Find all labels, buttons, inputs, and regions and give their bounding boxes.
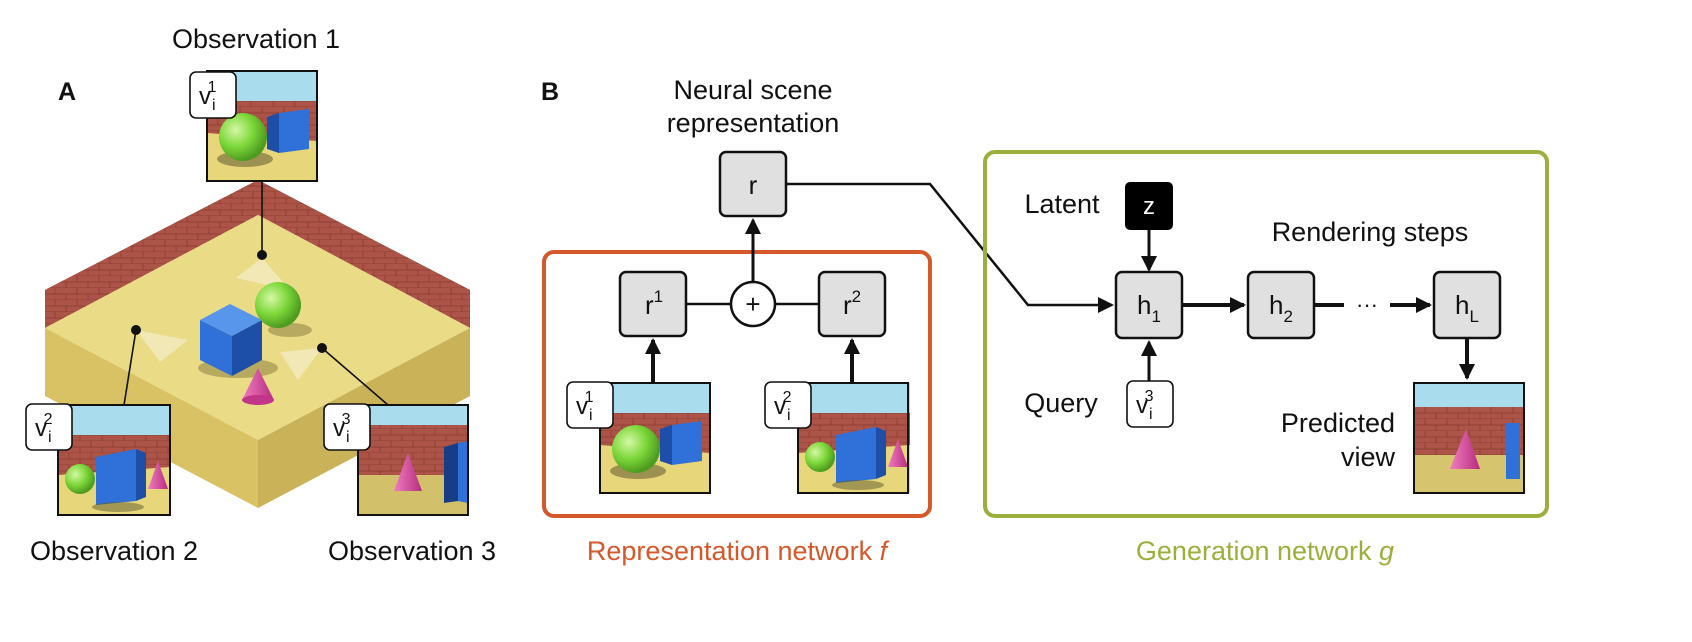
svg-text:+: +	[745, 289, 760, 319]
camera-3-point	[317, 343, 327, 353]
camera-1-point	[257, 250, 267, 260]
panel-b-letter: B	[541, 78, 559, 106]
rendering-step-h1: h1	[1114, 270, 1184, 340]
predicted-view-label-line-1: Predicted	[1281, 408, 1395, 438]
svg-text:h2: h2	[1269, 290, 1293, 326]
rendering-step-hL: hL	[1432, 270, 1502, 340]
representation-input-1: vi1	[566, 381, 711, 494]
svg-text:z: z	[1143, 193, 1155, 220]
observation-2: vi2 Observation 2	[25, 403, 198, 566]
observation-3-label: Observation 3	[328, 536, 496, 566]
room-wall-left	[45, 180, 258, 328]
camera-2-line	[123, 329, 137, 406]
svg-text:r1: r1	[645, 287, 663, 320]
camera-3-line	[321, 347, 389, 406]
camera-2-point	[131, 325, 141, 335]
svg-text:vi1: vi1	[576, 389, 594, 424]
observation-2-view-tag: vi2	[25, 403, 73, 451]
latent-node: z	[1125, 182, 1173, 230]
ellipsis: ···	[1356, 292, 1378, 317]
representation-input-2: vi2	[764, 381, 910, 494]
rendering-step-h2: h2	[1246, 270, 1316, 340]
scene-representation-label-line-2: representation	[667, 108, 840, 138]
scene-cone	[242, 368, 274, 405]
scene-representation-node: r	[718, 150, 788, 218]
scene-sphere	[255, 282, 301, 328]
svg-text:r2: r2	[843, 287, 861, 320]
panel-a-letter: A	[58, 78, 76, 106]
representation-network-label: Representation network f	[587, 536, 890, 566]
svg-text:vi2: vi2	[774, 389, 792, 424]
sum-node: +	[686, 280, 819, 328]
predicted-view-image	[1413, 382, 1525, 494]
room-wall-right	[258, 180, 470, 328]
generation-network-label: Generation network g	[1136, 536, 1394, 566]
svg-text:vi1: vi1	[199, 79, 217, 114]
predicted-view-label-line-2: view	[1341, 442, 1396, 472]
query-label: Query	[1024, 388, 1098, 418]
observation-1: Observation 1 vi1	[172, 24, 340, 182]
rendering-steps-label: Rendering steps	[1272, 217, 1469, 247]
representation-node-r2: r2	[817, 270, 887, 338]
observation-3: vi3 Observation 3	[323, 403, 496, 566]
svg-text:vi3: vi3	[333, 411, 351, 446]
observation-2-label: Observation 2	[30, 536, 198, 566]
scene-representation-label-line-1: Neural scene	[673, 75, 832, 105]
svg-text:vi2: vi2	[35, 411, 53, 446]
observation-3-view-tag: vi3	[323, 403, 371, 451]
svg-text:h1: h1	[1137, 290, 1161, 326]
panel-b: B Neural scene representation r Represen…	[541, 75, 1549, 566]
svg-text:vi3: vi3	[1136, 388, 1154, 423]
svg-text:r: r	[749, 170, 758, 200]
scene-cube	[200, 304, 262, 376]
query-view-tag: vi3	[1126, 380, 1174, 428]
svg-text:hL: hL	[1455, 290, 1479, 326]
r-to-h1-connection	[786, 182, 1114, 313]
representation-node-r1: r1	[618, 270, 688, 338]
observation-1-view-tag: vi1	[189, 71, 237, 119]
latent-label: Latent	[1024, 189, 1100, 219]
panel-a: A	[25, 24, 496, 566]
generation-network-box	[983, 150, 1549, 518]
representation-network-box	[542, 250, 932, 518]
observation-1-label: Observation 1	[172, 24, 340, 54]
